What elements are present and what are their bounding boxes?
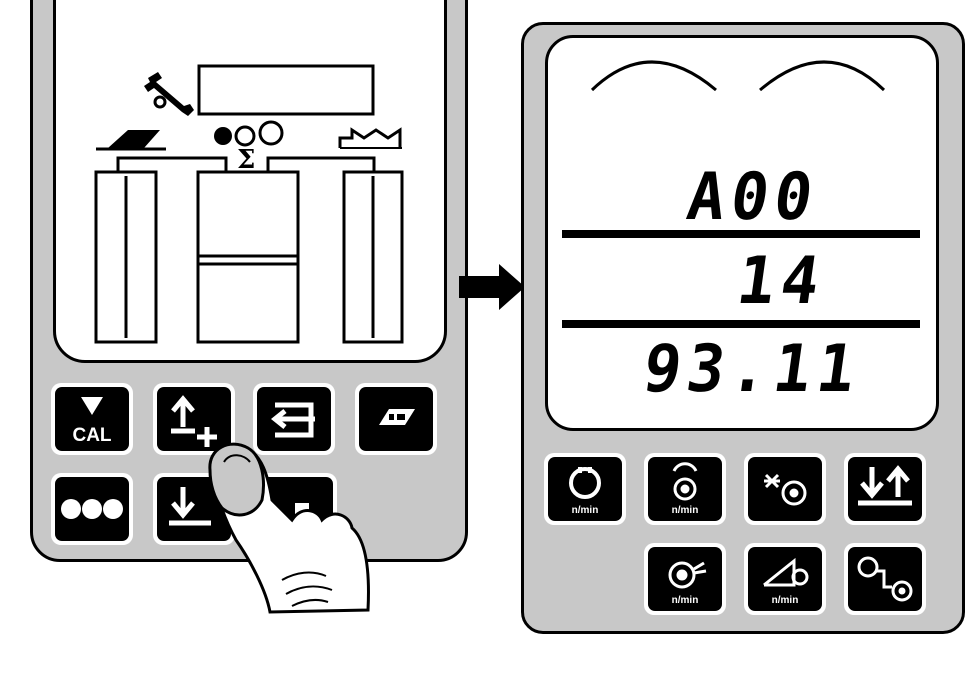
display-divider-top <box>562 230 920 238</box>
rpm-shaft-key[interactable]: n/min <box>544 453 626 525</box>
up-plus-key[interactable] <box>153 383 235 455</box>
fan-icon <box>668 561 707 589</box>
arrow-down-bar-icon <box>169 487 211 526</box>
rpm-label: n/min <box>572 505 599 516</box>
left-top-field <box>197 64 375 116</box>
wedge-wheel-icon <box>763 557 809 587</box>
cal-label: CAL <box>72 425 111 446</box>
rpm-fan-key[interactable]: n/min <box>644 543 726 615</box>
rpm-rotor-key[interactable]: n/min <box>644 453 726 525</box>
right-display-screen: A00 14 93.11 <box>545 35 939 431</box>
star-gear-key[interactable] <box>744 453 826 525</box>
left-display-graphics: Σ <box>94 64 404 344</box>
sawtooth-icon <box>338 127 402 149</box>
field-plate-icon <box>96 130 166 151</box>
left-display-screen: Σ <box>53 0 447 363</box>
display-line-1: A00 <box>682 158 824 235</box>
empty-circle-icon <box>234 125 256 147</box>
return-arrow-icon <box>270 402 315 438</box>
enter-key[interactable] <box>253 383 335 455</box>
right-bar-box <box>342 170 404 344</box>
card-icon <box>379 409 415 425</box>
arrow-down-up-icon <box>858 465 912 506</box>
display-divider-bottom <box>562 320 920 328</box>
empty-circle-large-icon <box>258 120 284 146</box>
left-bar-box <box>94 170 158 344</box>
rpm-label: n/min <box>672 505 699 516</box>
rpm-label: n/min <box>772 595 799 606</box>
display-line-2: 14 <box>732 242 831 319</box>
rotor-gear-icon <box>672 462 698 501</box>
rpm-label: n/min <box>672 595 699 606</box>
cal-key[interactable]: CAL <box>51 383 133 455</box>
three-dots-icon <box>61 499 123 519</box>
sigma-icon: Σ <box>237 145 255 175</box>
display-line-3: 93.11 <box>638 330 867 407</box>
gear-link-key[interactable] <box>844 543 926 615</box>
right-control-panel: A00 14 93.11 n/min n/min <box>521 22 965 634</box>
triangle-down-icon <box>81 397 103 415</box>
rpm-wheel-key[interactable]: n/min <box>744 543 826 615</box>
center-bar-box <box>196 170 300 344</box>
card-key[interactable] <box>355 383 437 455</box>
down-up-key[interactable] <box>844 453 926 525</box>
arrow-up-plus-icon <box>171 395 217 447</box>
left-control-panel: Σ <box>30 0 468 562</box>
dots-key[interactable] <box>51 473 133 545</box>
gear-link-icon <box>857 556 913 602</box>
wrench-icon <box>144 72 194 116</box>
right-arc-icon <box>759 60 886 92</box>
left-arc-icon <box>590 60 717 92</box>
shaft-circle-icon <box>569 467 601 499</box>
right-display-graphics <box>562 60 920 328</box>
right-arrow-icon <box>459 264 525 310</box>
filled-circle-icon <box>214 127 232 145</box>
star-gear-icon <box>764 473 807 506</box>
